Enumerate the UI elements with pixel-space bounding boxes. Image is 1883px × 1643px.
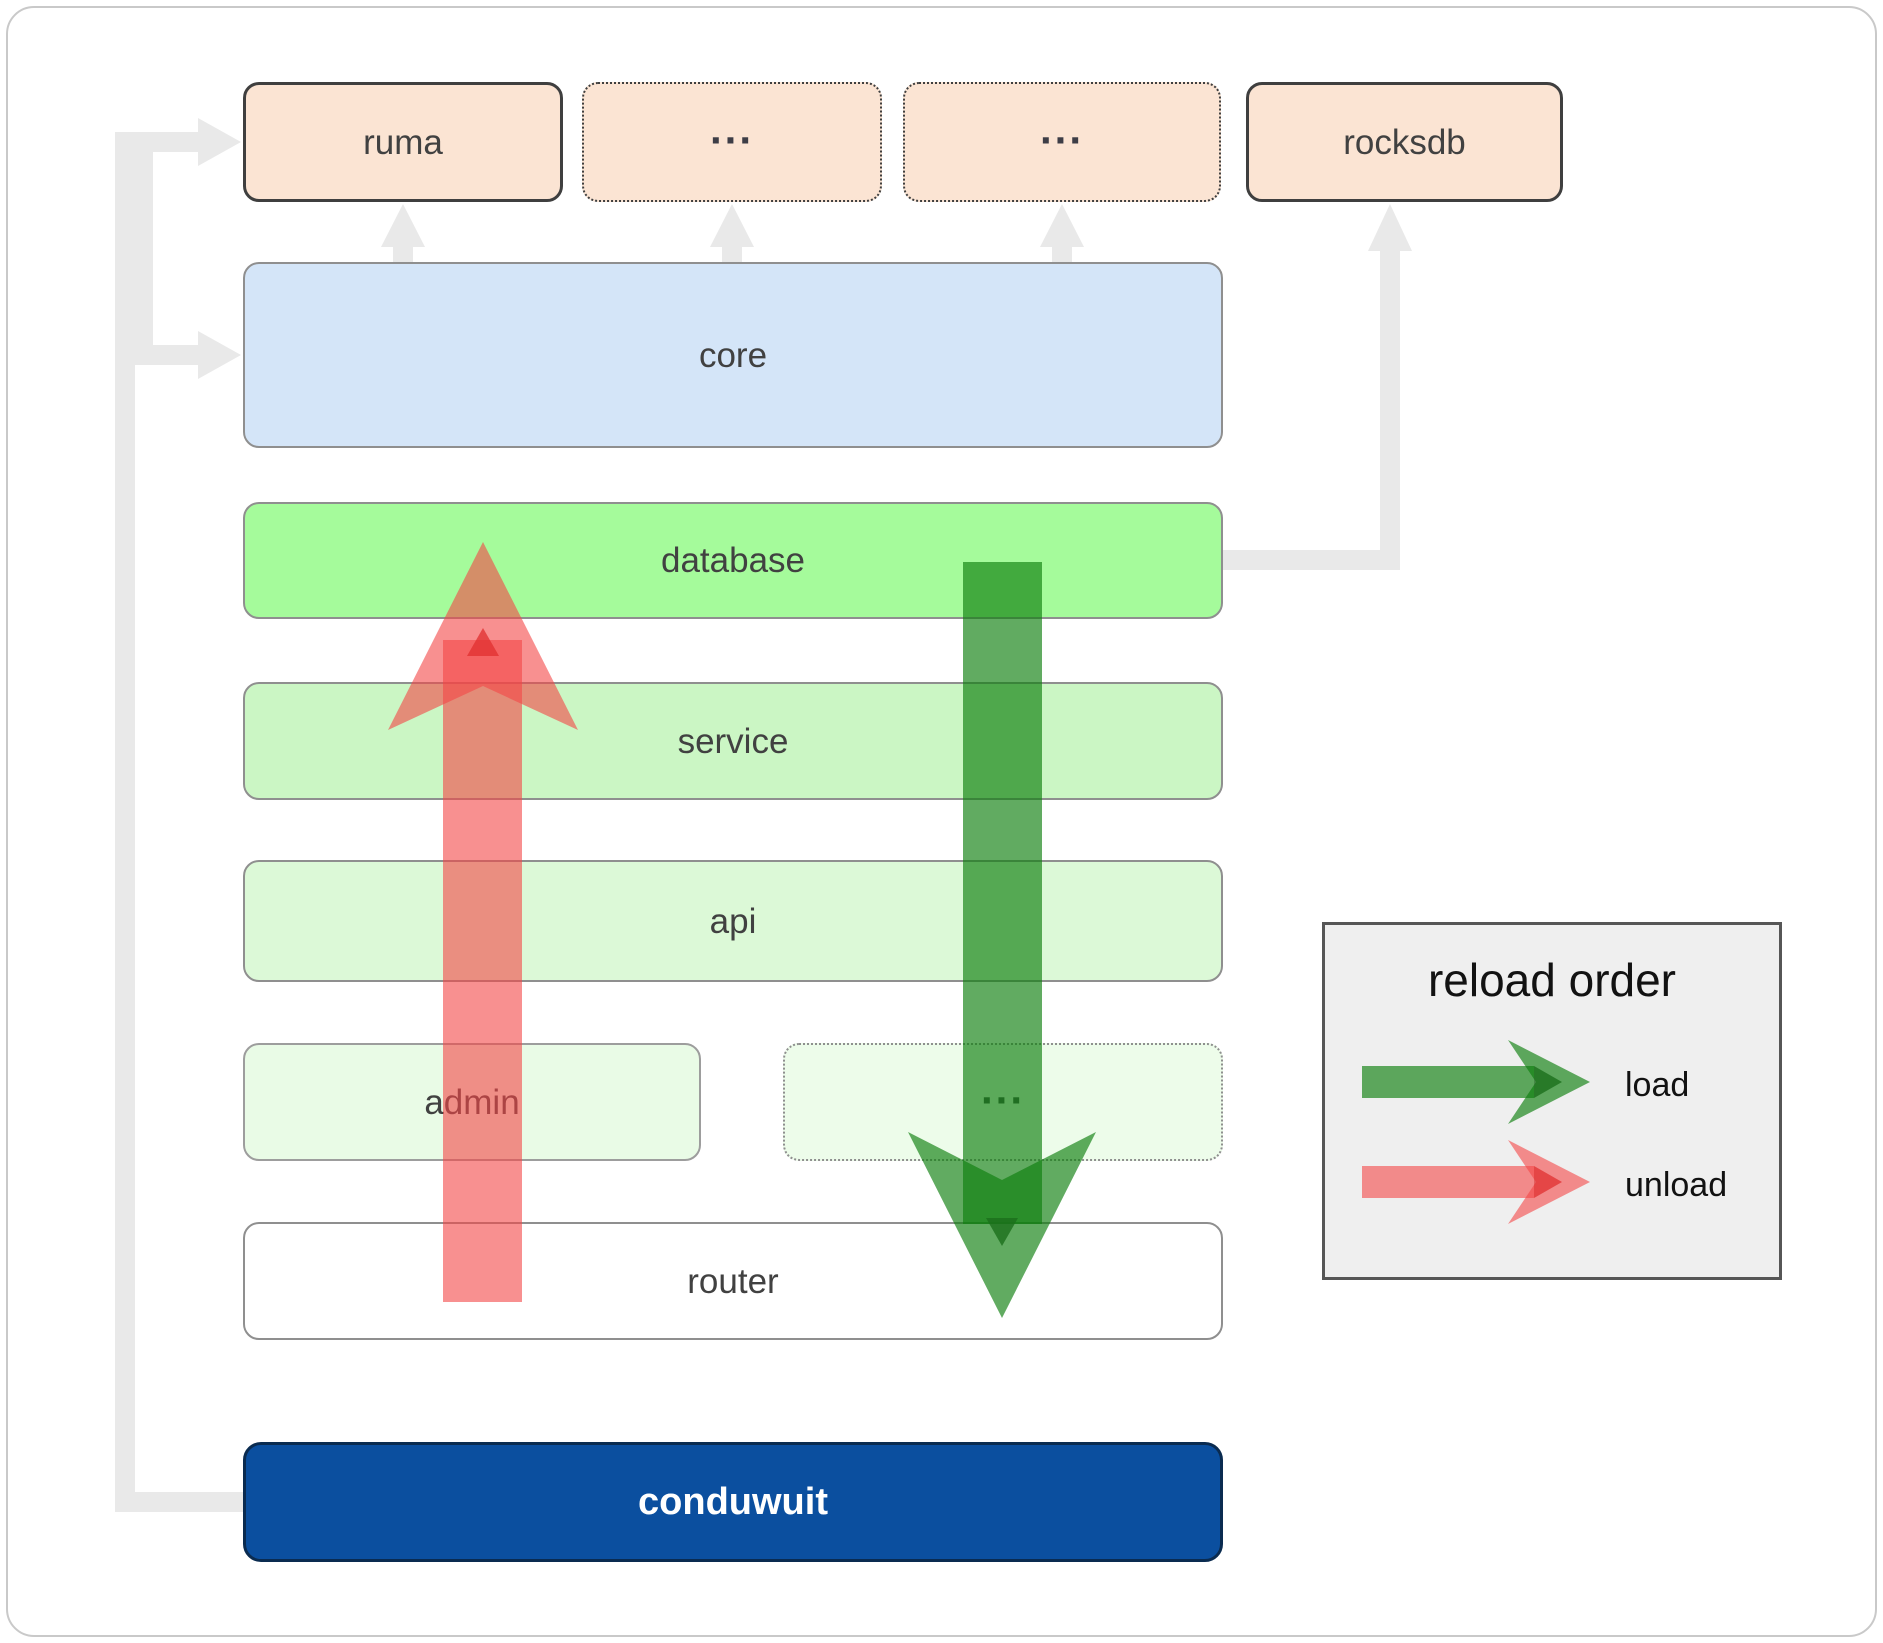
- node-ellipsis-2-label: ...: [1039, 105, 1084, 153]
- outer-frame: [6, 6, 1877, 1637]
- node-api: api: [243, 860, 1223, 982]
- node-admin-label: admin: [424, 1082, 520, 1122]
- legend: reload order load unload: [1322, 922, 1782, 1280]
- node-database-label: database: [660, 541, 806, 580]
- node-ellipsis-3: ...: [783, 1043, 1223, 1161]
- node-service-label: service: [677, 721, 789, 761]
- node-service: service: [243, 682, 1223, 800]
- node-conduwuit: conduwuit: [243, 1442, 1223, 1562]
- node-conduwuit-label: conduwuit: [638, 1481, 828, 1523]
- node-core-label: core: [698, 335, 768, 375]
- node-ruma: ruma: [243, 82, 563, 202]
- node-core: core: [243, 262, 1223, 448]
- legend-load-label: load: [1625, 1066, 1690, 1104]
- node-ellipsis-1: ...: [582, 82, 882, 202]
- node-rocksdb-label: rocksdb: [1343, 122, 1466, 162]
- legend-unload-label: unload: [1625, 1166, 1728, 1204]
- node-ruma-label: ruma: [363, 122, 443, 162]
- node-rocksdb: rocksdb: [1246, 82, 1563, 202]
- node-router-label: router: [687, 1261, 779, 1301]
- node-admin: admin: [243, 1043, 701, 1161]
- node-ellipsis-1-label: ...: [709, 105, 754, 153]
- node-router: router: [243, 1222, 1223, 1340]
- node-database: database: [243, 502, 1223, 619]
- node-api-label: api: [709, 901, 757, 941]
- legend-title: reload order: [1427, 954, 1677, 1006]
- node-ellipsis-2: ...: [903, 82, 1221, 202]
- node-ellipsis-3-label: ...: [980, 1065, 1025, 1113]
